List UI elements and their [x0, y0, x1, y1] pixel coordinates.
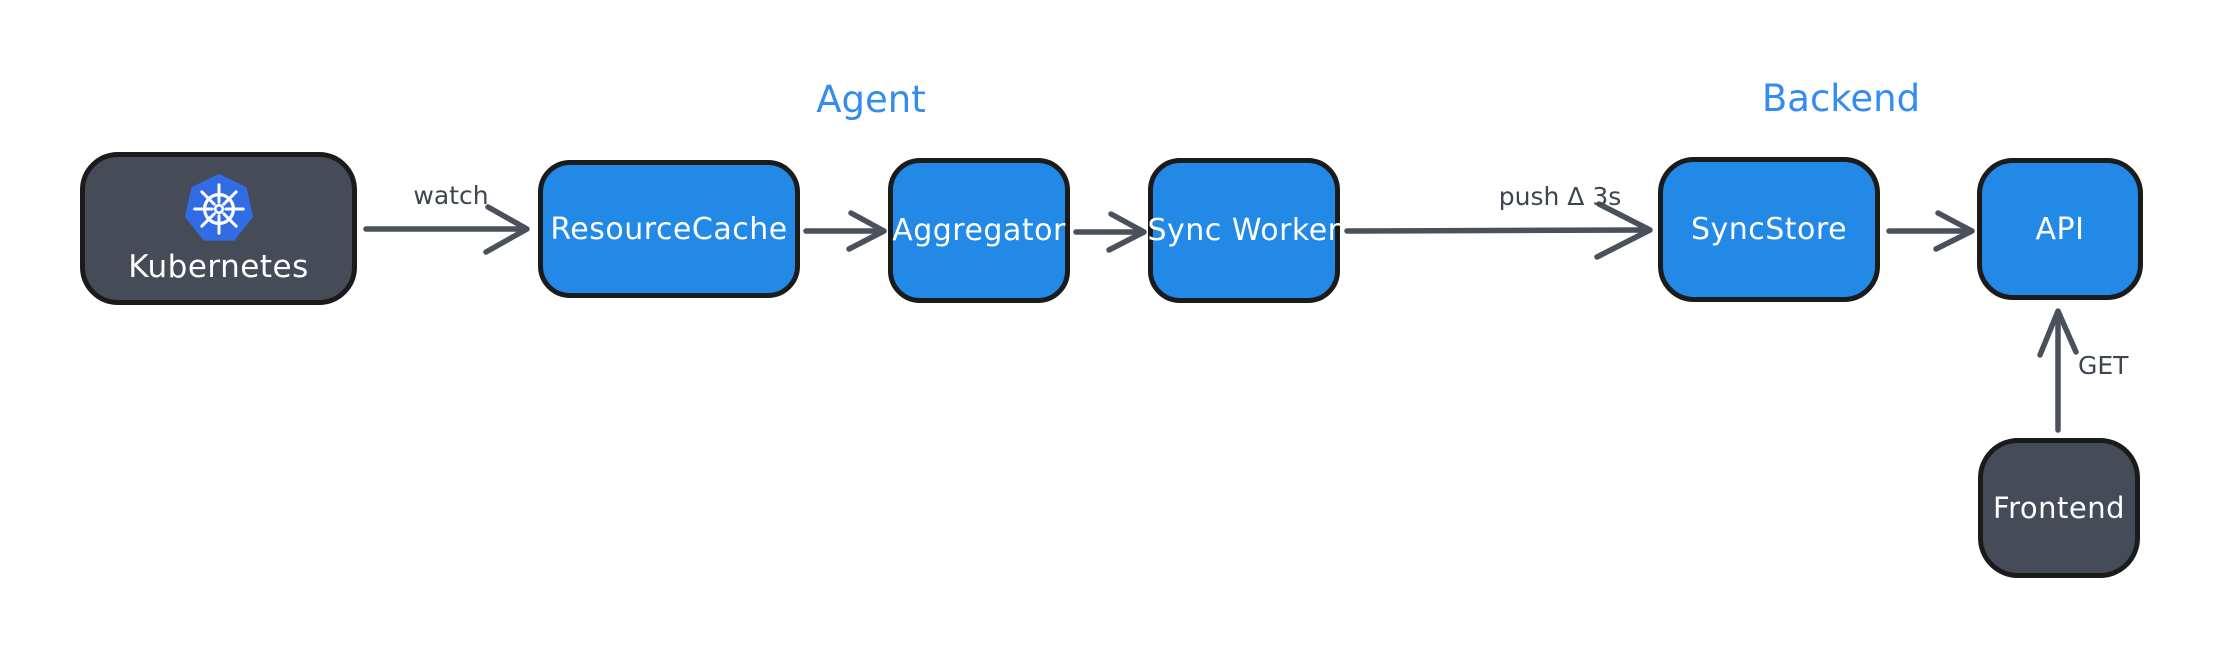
edge-label-push-delta-3s: push Δ 3s [1498, 182, 1622, 211]
node-sync-worker: Sync Worker [1147, 158, 1341, 303]
node-kubernetes-label: Kubernetes [128, 248, 309, 285]
node-sync-worker-label: Sync Worker [1147, 213, 1341, 248]
node-resource-cache-label: ResourceCache [550, 211, 788, 247]
node-sync-store: SyncStore [1658, 157, 1880, 302]
node-aggregator-label: Aggregator [892, 213, 1066, 248]
edge-aggregator-sync-worker [1073, 211, 1147, 253]
edge-kubernetes-resource-cache [363, 204, 530, 255]
edge-sync-worker-sync-store [1344, 201, 1653, 260]
node-api: API [1977, 158, 2143, 300]
node-frontend-label: Frontend [1993, 491, 2125, 525]
edge-sync-store-api [1886, 210, 1975, 252]
kubernetes-logo-icon [184, 173, 253, 241]
node-kubernetes: Kubernetes [80, 152, 357, 305]
group-label-backend: Backend [1761, 77, 1921, 120]
edge-label-get: GET [2078, 351, 2129, 380]
edge-label-watch: watch [413, 181, 489, 210]
edge-frontend-api [2037, 308, 2079, 433]
node-frontend: Frontend [1978, 438, 2140, 578]
edge-resource-cache-aggregator [803, 210, 887, 252]
node-resource-cache: ResourceCache [538, 160, 800, 298]
group-label-agent: Agent [816, 78, 926, 121]
node-aggregator: Aggregator [888, 158, 1070, 303]
node-sync-store-label: SyncStore [1690, 212, 1848, 247]
node-api-label: API [2035, 211, 2085, 247]
